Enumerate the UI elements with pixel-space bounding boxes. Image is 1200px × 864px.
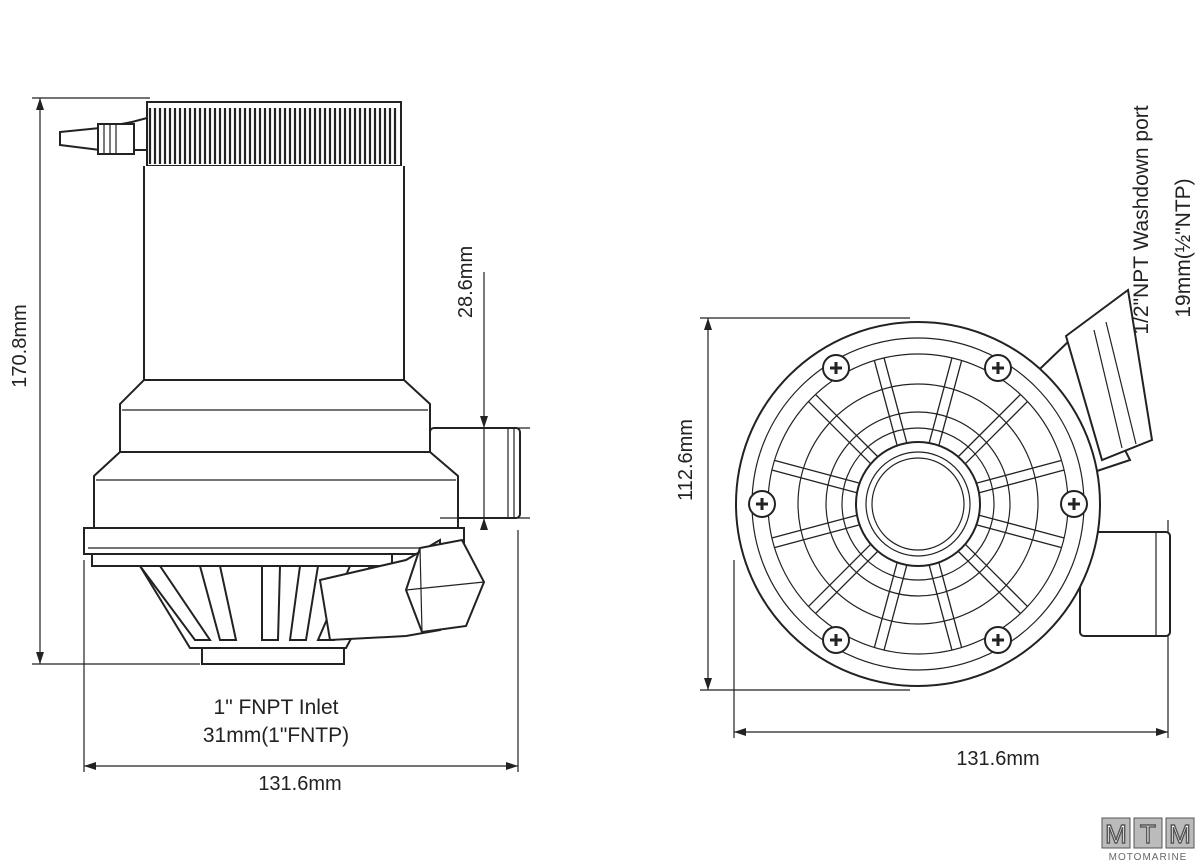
mounting-screws [748,354,1088,654]
height-label: 170.8mm [9,304,31,387]
motor-collar [119,379,431,453]
washdown-label-line1: 1/2"NPT Washdown port [1130,105,1153,334]
logo-brand: MOTOMARINE [1109,852,1188,863]
center-inlet [855,441,981,567]
pump-lower-body [93,451,459,529]
washdown-label-line2: 19mm(½"NTP) [1172,178,1195,317]
logo-letter-3: M [1169,819,1191,849]
arrow-head [36,98,44,110]
phillips-cross-icon [992,634,1004,646]
phillips-cross-icon [830,362,842,374]
washdown-port-nut [1064,288,1154,462]
motor-housing [143,166,405,381]
cap-knurling [148,108,397,164]
phillips-cross-icon [1068,498,1080,510]
base-lip [91,553,393,567]
inlet-label-line2: 31mm(1"FNTP) [203,724,349,747]
base-plate [83,527,465,555]
side-view: 170.8mm 28.6mm 1" FNPT Inlet 31mm(1"FNTP… [9,97,530,795]
phillips-cross-icon [756,498,768,510]
logo-letter-2: T [1140,819,1156,849]
outlet-height-label: 28.6mm [455,246,477,318]
phillips-cross-icon [830,634,842,646]
strainer-spokes [771,357,1065,651]
phillips-cross-icon [992,362,1004,374]
width-label: 131.6mm [258,773,341,795]
bottom-view: 112.6mm 131.6mm 1/2"NPT Washdown port 19… [675,105,1195,770]
inlet-label-line1: 1" FNPT Inlet [214,696,339,719]
watermark-logo: M T M MOTOMARINE [1101,817,1195,863]
logo-letter-1: M [1105,819,1127,849]
inlet-stub [201,647,345,665]
bottom-height-label: 112.6mm [675,419,697,501]
arrow-head [36,652,44,664]
bottom-width-label: 131.6mm [956,748,1039,770]
